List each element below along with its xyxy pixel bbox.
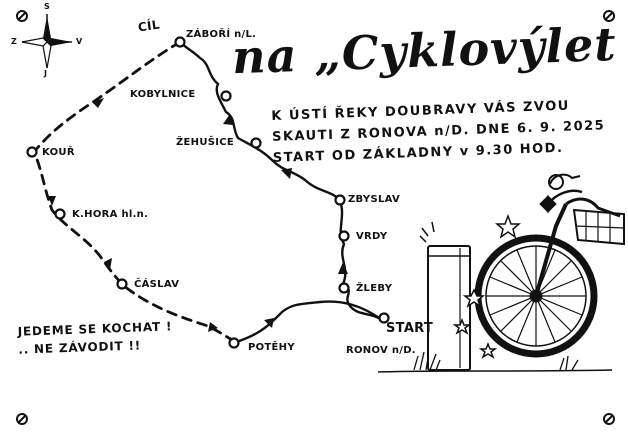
compass-east-label: V: [76, 37, 83, 46]
compass-icon: [21, 14, 72, 69]
invitation-text: K ÚSTÍ ŘEKY DOUBRAVY VÁS ZVOU SKAUTI Z R…: [271, 94, 613, 169]
route-solid-north: [178, 40, 384, 322]
dashboard-post-icon: [419, 221, 471, 371]
compass-south-label: J: [44, 69, 47, 78]
sparkle-icon: [452, 213, 522, 359]
finish-marker: CÍL: [137, 17, 161, 35]
route-arrow-icon: [281, 168, 292, 179]
grass-icon: [413, 351, 579, 371]
screw-icon: [603, 413, 615, 425]
place-label-potehy: POTĚHY: [248, 342, 295, 353]
route-arrow-icon: [223, 114, 233, 125]
place-label-zbyslav: ZBYSLAV: [348, 194, 401, 205]
compass-north-label: S: [44, 2, 50, 11]
route-arrow-icon: [104, 258, 112, 270]
screw-icon: [603, 10, 615, 22]
route-arrow-icon: [264, 318, 274, 328]
route-arrow-icon: [208, 322, 218, 332]
place-label-caslav: ČÁSLAV: [134, 279, 180, 290]
place-label-kobylnice: KOBYLNICE: [130, 89, 196, 100]
route-arrow-icon: [92, 98, 104, 108]
place-label-koun: KOUŘ: [42, 147, 75, 158]
route-dashed: [32, 40, 238, 344]
screw-icon: [16, 413, 28, 425]
place-label-khora: K.HORA hl.n.: [72, 209, 149, 220]
place-label-zleby: ŽLEBY: [356, 283, 393, 294]
route-arrow-icon: [48, 196, 56, 206]
route-solid-south: [234, 300, 384, 344]
route-arrow-icon: [338, 262, 348, 274]
town-markers: [26, 36, 390, 349]
start-marker: START: [386, 321, 434, 336]
compass-west-label: Z: [11, 37, 17, 46]
place-label-ronov: RONOV n/D.: [346, 345, 416, 356]
place-label-zabori: ZÁBOŘÍ n/L.: [186, 29, 257, 40]
slogan: JEDEME SE KOCHAT ! .. NE ZÁVODIT !!: [17, 317, 173, 358]
title: na „Cyklovýlet: [231, 16, 618, 85]
place-label-vrdy: VRDY: [356, 231, 388, 242]
bicycle-icon: [474, 173, 625, 358]
screw-icon: [16, 10, 28, 22]
place-label-zehusice: ŽEHUŠICE: [176, 137, 235, 148]
ground-line: [377, 369, 613, 373]
